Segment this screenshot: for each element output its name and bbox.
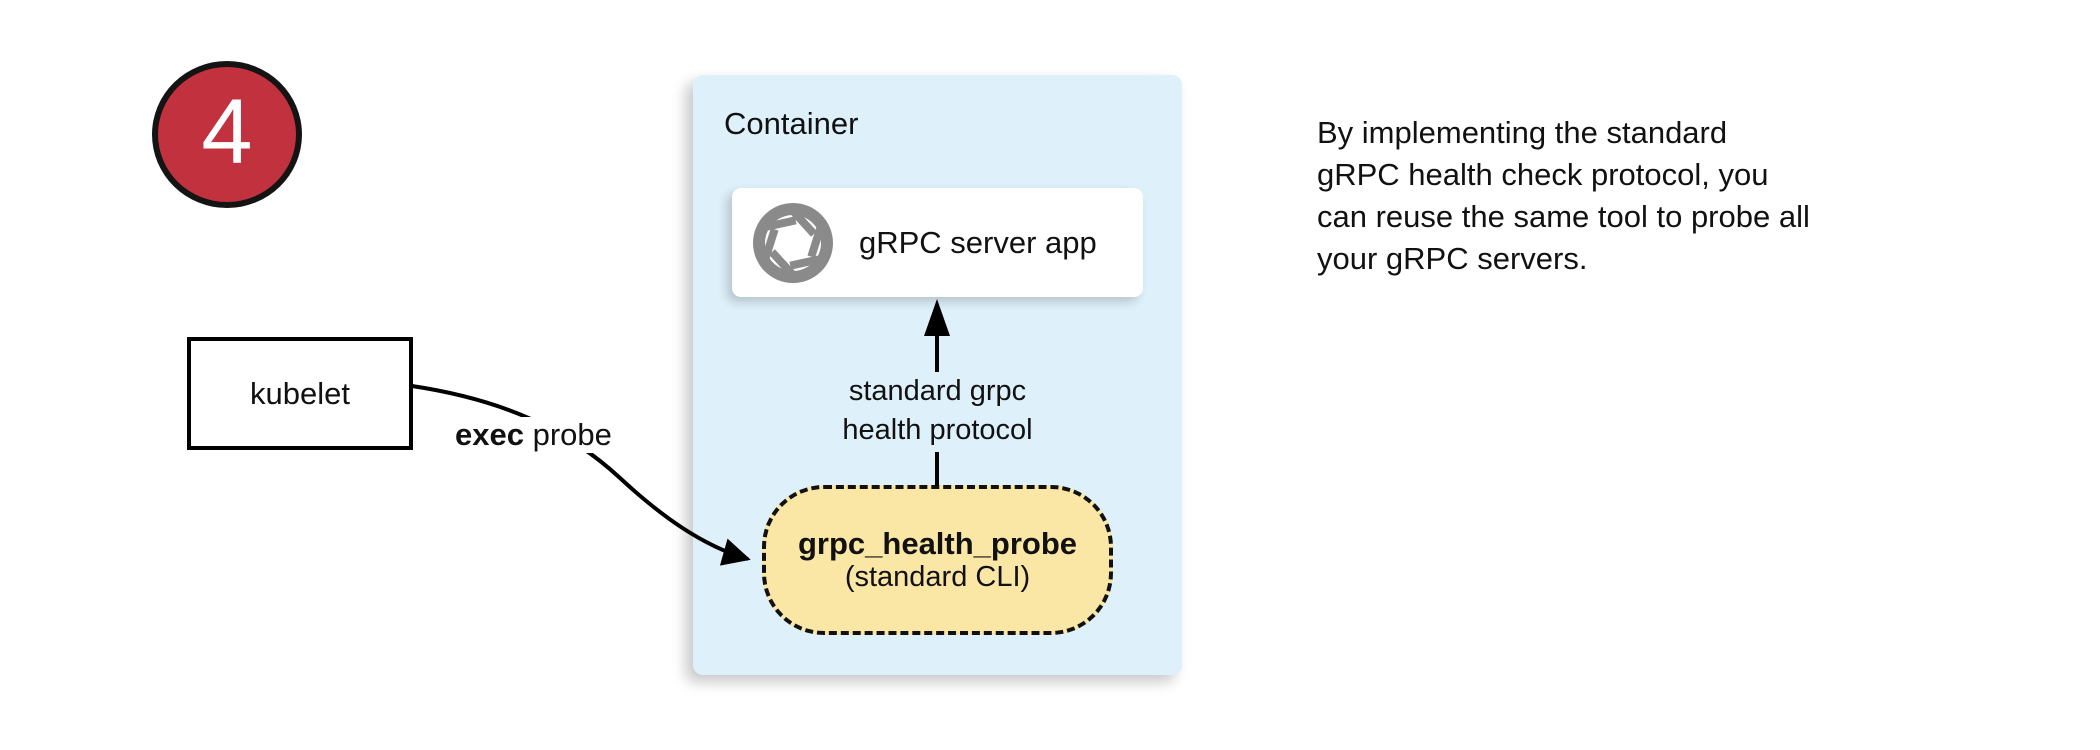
aperture-icon [753, 202, 833, 283]
grpc-server-node: gRPC server app [732, 188, 1143, 297]
health-protocol-line1: standard grpc [848, 375, 1027, 407]
grpc-health-probe-node: grpc_health_probe (standard CLI) [762, 485, 1113, 635]
probe-subtitle: (standard CLI) [844, 561, 1031, 593]
exec-probe-rest: probe [523, 417, 612, 452]
note-text: By implementing the standard gRPC health… [1317, 112, 1810, 280]
note-line: your gRPC servers. [1317, 241, 1588, 276]
note-line: gRPC health check protocol, you [1317, 157, 1769, 192]
exec-probe-bold: exec [455, 417, 524, 452]
exec-probe-edge-label: exec probe [452, 417, 615, 453]
grpc-server-label: gRPC server app [859, 224, 1097, 260]
container-group: Container gRPC server app standard grpc … [693, 75, 1182, 675]
health-protocol-edge-label: standard grpc health protocol [787, 372, 1088, 450]
kubelet-node: kubelet [187, 337, 413, 450]
step-badge: 4 [152, 61, 302, 208]
step-number: 4 [201, 80, 253, 183]
kubelet-label: kubelet [250, 375, 350, 411]
note-line: By implementing the standard [1317, 115, 1728, 150]
note-line: can reuse the same tool to probe all [1317, 199, 1810, 234]
container-title: Container [724, 106, 859, 141]
health-protocol-line2: health protocol [842, 414, 1033, 446]
probe-title: grpc_health_probe [797, 526, 1078, 561]
